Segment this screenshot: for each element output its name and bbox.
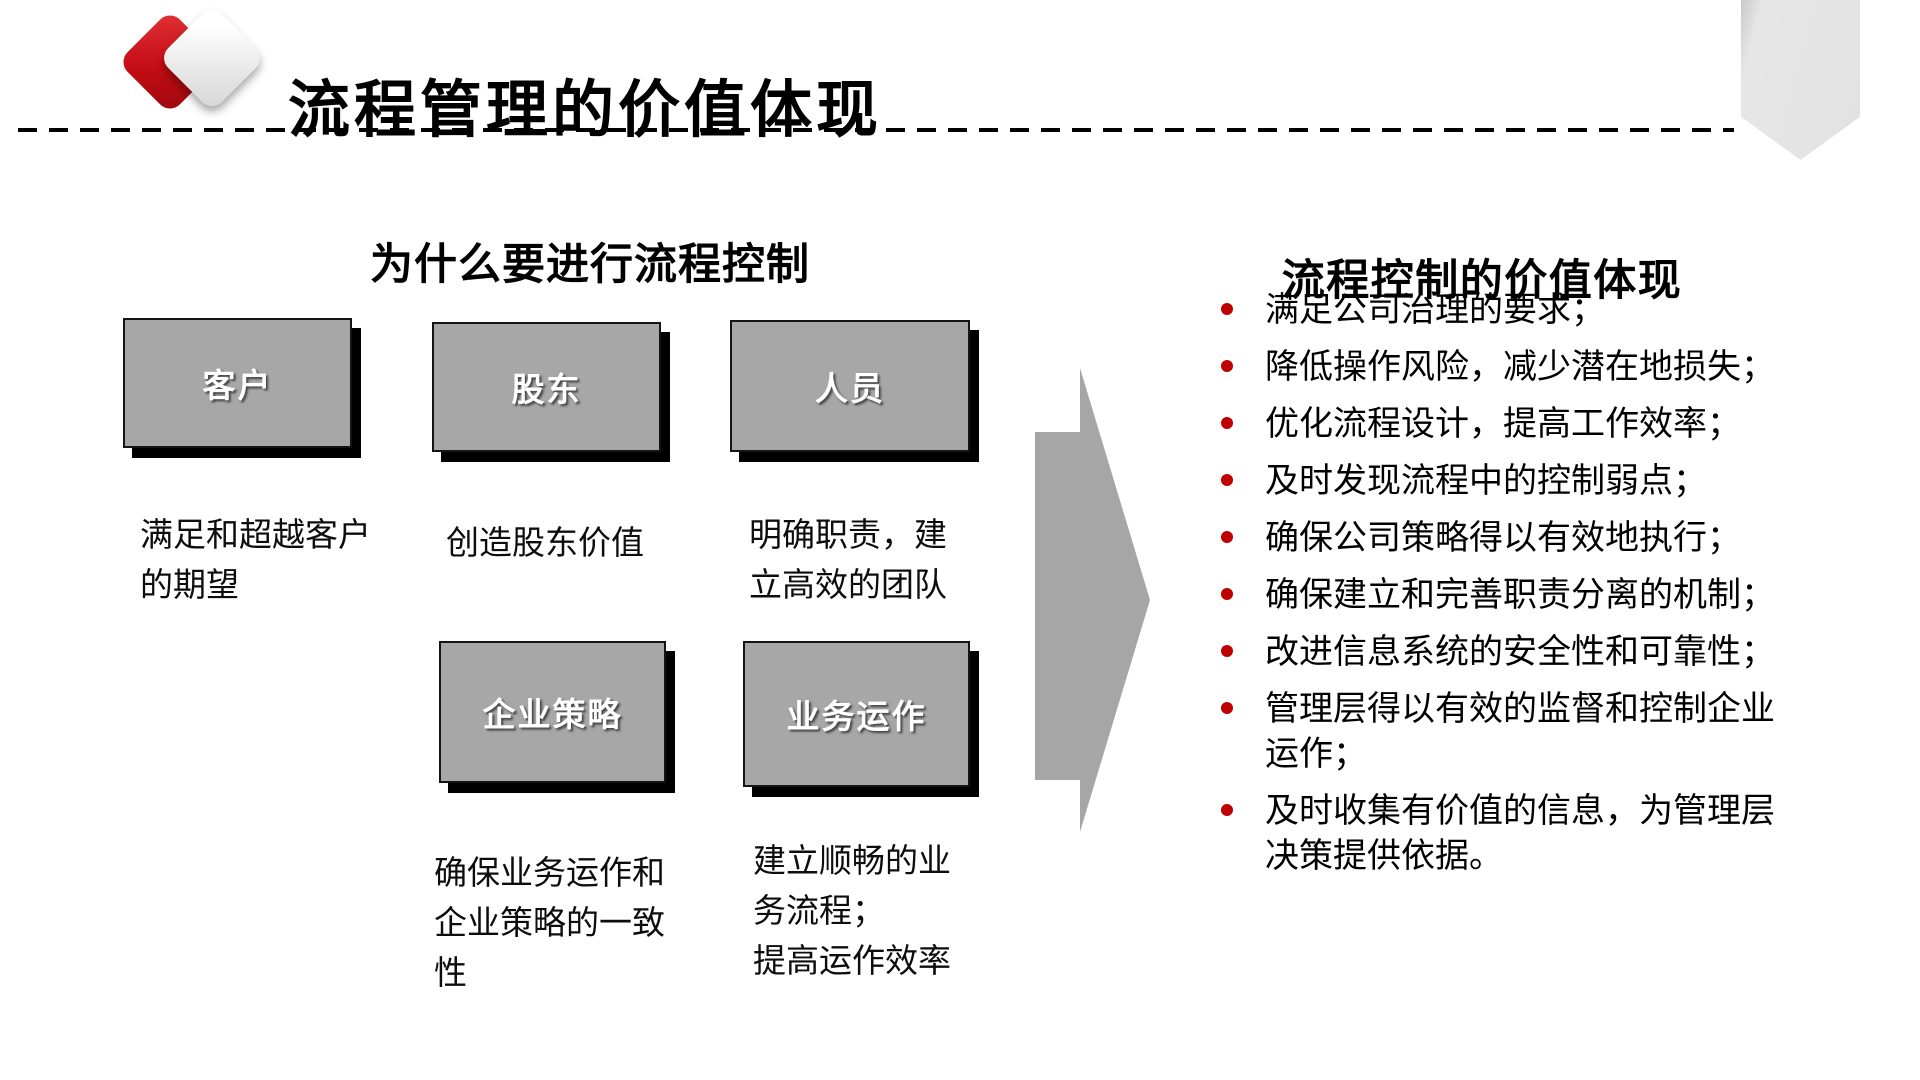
right-arrow-shape xyxy=(1035,368,1150,832)
left-section-heading: 为什么要进行流程控制 xyxy=(370,240,810,289)
box-shareholder: 股东 xyxy=(432,322,661,452)
bullet-item: 降低操作风险，减少潜在地损失； xyxy=(1221,345,1785,390)
desc-customer: 满足和超越客户 的期望 xyxy=(140,516,371,603)
slide-logo xyxy=(0,0,300,130)
box-strategy-label: 企业策略 xyxy=(482,696,623,733)
desc-strategy: 确保业务运作和 企业策略的一致 性 xyxy=(434,854,665,991)
box-customer: 客户 xyxy=(123,318,352,448)
right-section-heading: 流程控制的价值体现 xyxy=(1281,256,1683,305)
bullet-item: 管理层得以有效的监督和控制企业运作； xyxy=(1221,687,1785,777)
box-operation: 业务运作 xyxy=(743,641,970,787)
bullet-item: 确保建立和完善职责分离的机制； xyxy=(1221,573,1785,618)
box-operation-label: 业务运作 xyxy=(786,698,927,735)
box-customer-label: 客户 xyxy=(202,367,273,404)
box-strategy: 企业策略 xyxy=(439,641,666,783)
bullet-item: 满足公司治理的要求； xyxy=(1221,288,1785,333)
box-people: 人员 xyxy=(730,320,970,452)
dashed-divider xyxy=(18,128,1734,132)
value-bullet-list: 满足公司治理的要求； 降低操作风险，减少潜在地损失； 优化流程设计，提高工作效率… xyxy=(1221,288,1785,891)
desc-people: 明确职责，建 立高效的团队 xyxy=(749,516,947,603)
box-shareholder-label: 股东 xyxy=(511,371,582,408)
desc-operation: 建立顺畅的业 务流程； 提高运作效率 xyxy=(753,842,951,979)
bullet-item: 确保公司策略得以有效地执行； xyxy=(1221,516,1785,561)
desc-shareholder: 创造股东价值 xyxy=(446,524,644,561)
page-title: 流程管理的价值体现 xyxy=(288,75,883,145)
box-people-label: 人员 xyxy=(815,370,885,407)
bullet-item: 改进信息系统的安全性和可靠性； xyxy=(1221,630,1785,675)
bullet-item: 及时发现流程中的控制弱点； xyxy=(1221,459,1785,504)
bullet-item: 优化流程设计，提高工作效率； xyxy=(1221,402,1785,447)
bookmark-ribbon-shape xyxy=(1741,0,1860,160)
bullet-item: 及时收集有价值的信息，为管理层决策提供依据。 xyxy=(1221,789,1785,879)
